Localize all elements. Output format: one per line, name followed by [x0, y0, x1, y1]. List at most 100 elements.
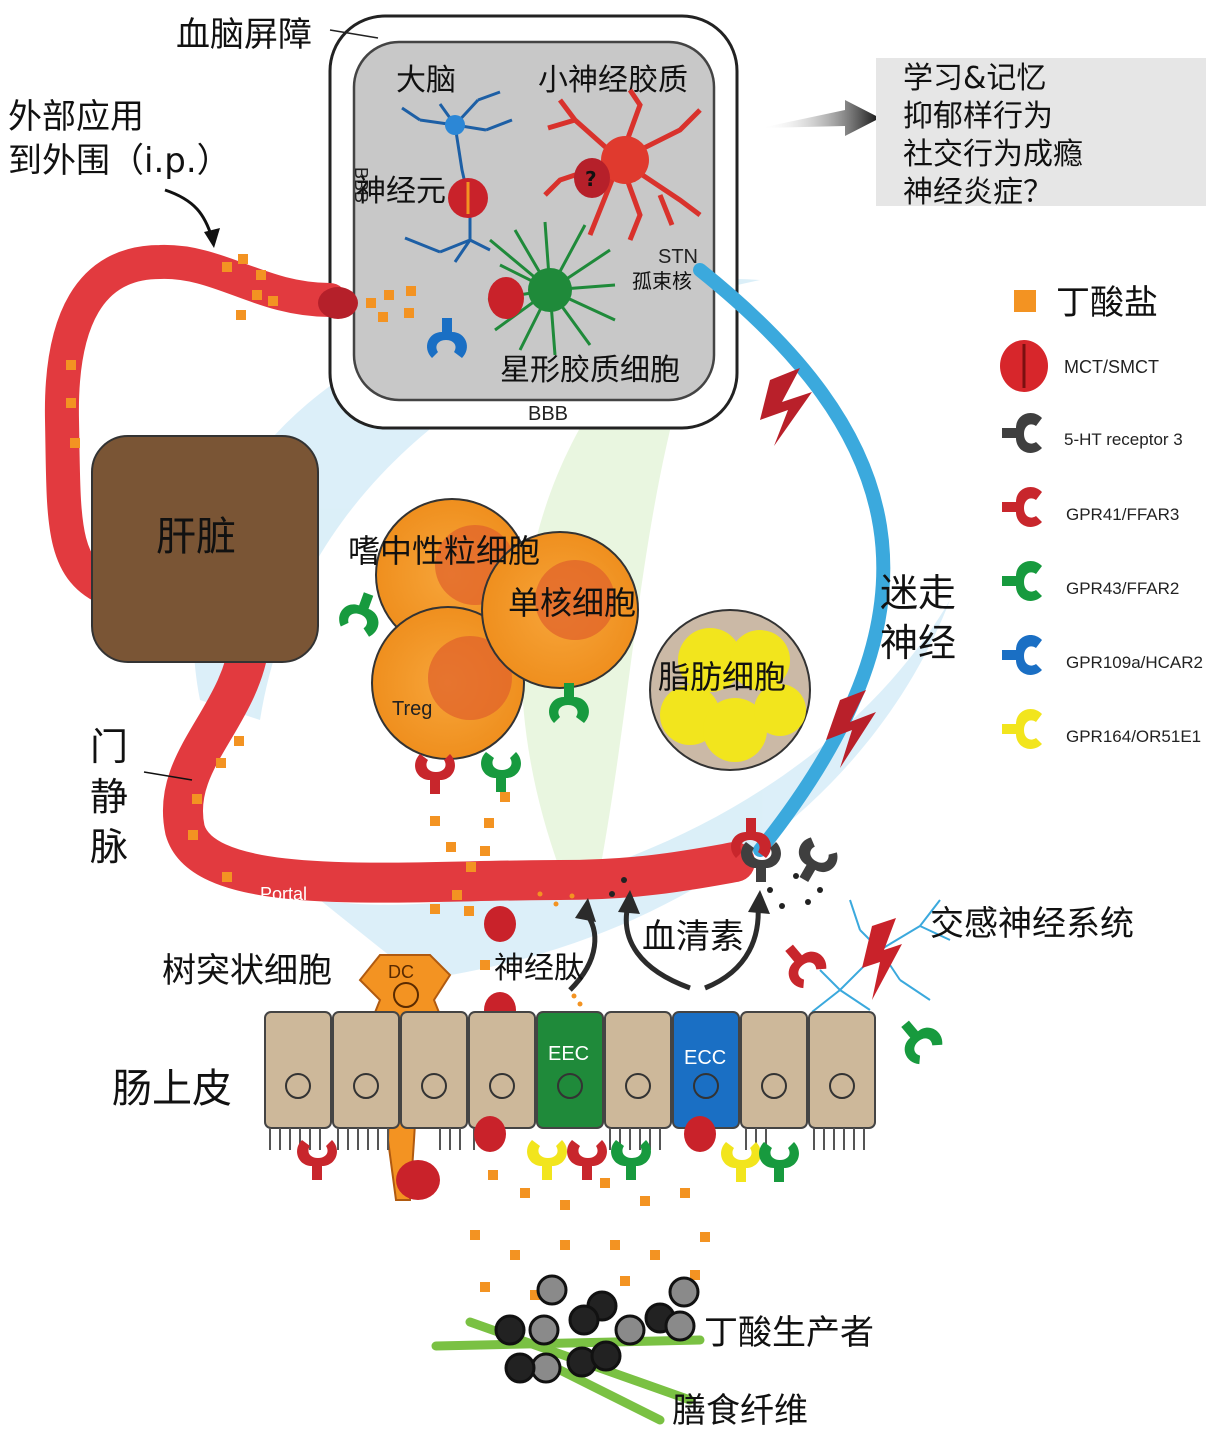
- legend-5ht3-icon: [1002, 413, 1042, 453]
- effects-background: [876, 58, 1206, 206]
- immune-cells: 嗜中性粒细胞 单核细胞 Treg: [336, 498, 639, 872]
- dc-transporter-icon: [396, 1160, 440, 1200]
- vagus-nerve: 迷走 神经: [609, 263, 956, 909]
- sympathetic-label: 交感神经系统: [930, 904, 1134, 944]
- legend-ffar2-icon: [1002, 561, 1042, 601]
- immune-butyrate-icon: [430, 792, 510, 872]
- vessel-butyrate-icon: [66, 254, 474, 916]
- astrocyte-soma: [528, 268, 572, 312]
- cell-nuclei: [285, 1073, 855, 1099]
- dc-label: DC: [388, 962, 414, 982]
- legend-label-hcar2: GPR109a/HCAR2: [1066, 653, 1203, 672]
- liver: 肝脏: [91, 435, 319, 663]
- sympathetic-ffar3-icon: [773, 934, 831, 992]
- monocyte-label: 单核细胞: [508, 584, 636, 622]
- serotonin-dots-icon: [609, 873, 823, 909]
- legend-butyrate-icon: [1014, 290, 1036, 312]
- microglia-soma: [601, 136, 649, 184]
- bbb-pointer: [329, 29, 379, 39]
- lumen: 丁酸生产者 膳食纤维: [431, 1170, 874, 1431]
- effects-box: 学习&记忆 抑郁样行为 社交行为成瘾 神经炎症？: [760, 58, 1206, 210]
- portal-vein-label: 门 静 脉: [90, 725, 193, 869]
- microvilli: [269, 1128, 865, 1150]
- legend-label-or51e1: GPR164/OR51E1: [1066, 727, 1201, 746]
- bbb-transporter-icon: [318, 287, 358, 319]
- effect-2: 抑郁样行为: [903, 99, 1053, 134]
- legend-label-butyrate: 丁酸盐: [1056, 283, 1158, 323]
- epi-or51e1-icon-2: [721, 1142, 761, 1182]
- bbb-side-label: BBB: [351, 167, 371, 203]
- stn-label: STN: [658, 246, 698, 268]
- neuron-label: 神经元: [356, 174, 446, 209]
- effect-3: 社交行为成瘾: [903, 137, 1083, 172]
- external-arrow-icon: [164, 188, 214, 239]
- serotonin-label: 血清素: [642, 917, 744, 957]
- vessel-transporter-icon: [484, 906, 516, 942]
- portal-char-2: 静: [90, 775, 128, 819]
- epi-ffar3-icon-1: [297, 1140, 337, 1180]
- external-label-1: 外部应用: [8, 97, 144, 137]
- bacteria-icon: [494, 1274, 700, 1384]
- fiber-label: 膳食纤维: [672, 1391, 808, 1431]
- legend-label-5ht3: 5-HT receptor 3: [1064, 430, 1183, 449]
- legend-hcar2-icon: [1002, 635, 1042, 675]
- vagus-label-2: 神经: [880, 621, 956, 665]
- external-label-2: 到外围（i.p.）: [8, 141, 231, 181]
- sympathetic-nerve: 交感神经系统: [773, 899, 1134, 1068]
- vagus-5ht3-icon-2: [786, 834, 842, 890]
- ecc-label: ECC: [684, 1047, 726, 1069]
- legend-ffar3-icon: [1002, 487, 1042, 527]
- epi-or51e1-icon-1: [527, 1140, 567, 1180]
- sympathetic-signal-icon: [862, 918, 902, 1000]
- treg-label: Treg: [392, 698, 432, 720]
- epi-transporter-icon-2: [684, 1116, 716, 1152]
- microglia-question: ?: [585, 167, 597, 191]
- portal-vein-label-2: vein: [296, 900, 329, 920]
- fiber-icon: [431, 1317, 705, 1425]
- effect-1: 学习&记忆: [903, 61, 1046, 96]
- epi-transporter-icon-1: [474, 1116, 506, 1152]
- microglia-transporter-icon: [574, 158, 610, 198]
- external-application: 外部应用 到外围（i.p.）: [8, 97, 231, 248]
- neutrophil-label: 嗜中性粒细胞: [348, 532, 540, 570]
- legend-label-mct: MCT/SMCT: [1064, 357, 1159, 377]
- bbb-title: 血脑屏障: [176, 15, 312, 55]
- legend-or51e1-icon: [1002, 709, 1042, 749]
- astrocyte-label: 星形胶质细胞: [500, 353, 680, 388]
- epithelium-label: 肠上皮: [112, 1066, 232, 1112]
- microglia-icon: [543, 88, 702, 241]
- effects-arrow-icon: [760, 100, 880, 136]
- effect-4: 神经炎症？: [903, 175, 1053, 210]
- producers-label: 丁酸生产者: [704, 1313, 874, 1353]
- neuron-soma: [445, 115, 465, 135]
- liver-label: 肝脏: [156, 514, 236, 560]
- blood-brain-barrier: 血脑屏障 BBB BBB 大脑 小神经胶质 神经元 星形胶质细胞 STN 孤束核…: [176, 14, 739, 430]
- stn-cn-label: 孤束核: [632, 269, 692, 293]
- eec-label: EEC: [548, 1043, 589, 1065]
- lumen-butyrate-icon: [470, 1170, 710, 1300]
- treg-ffar3-icon: [415, 754, 455, 794]
- epi-ffar2-icon-2: [759, 1142, 799, 1182]
- epi-ffar3-icon-2: [567, 1140, 607, 1180]
- vagus-signal-icon-top: [760, 368, 812, 446]
- microglia-label: 小神经胶质: [538, 63, 688, 98]
- brain-butyrate-icon: [366, 286, 416, 322]
- legend-label-ffar3: GPR41/FFAR3: [1066, 505, 1179, 524]
- neuropeptide-dots-icon: [537, 891, 583, 1007]
- brain-label: 大脑: [396, 63, 456, 98]
- vagus-label-1: 迷走: [880, 571, 956, 615]
- portal-char-1: 门: [90, 725, 128, 769]
- astrocyte-transporter-icon: [488, 277, 524, 319]
- epithelium: 肠上皮 EEC ECC: [112, 1011, 876, 1182]
- bbb-bottom-label: BBB: [528, 403, 568, 425]
- dendritic-label: 树突状细胞: [162, 951, 332, 991]
- epithelial-cells: [264, 1011, 876, 1129]
- vagus-signal-icon-bottom: [826, 690, 876, 768]
- portal-char-3: 脉: [90, 825, 128, 869]
- treg-ffar2-icon: [481, 752, 521, 792]
- signal-arrowheads: [575, 890, 770, 922]
- neuropeptide-label: 神经肽: [494, 951, 584, 986]
- adipocyte-label: 脂肪细胞: [658, 658, 786, 696]
- sympathetic-ffar2-icon: [889, 1010, 947, 1068]
